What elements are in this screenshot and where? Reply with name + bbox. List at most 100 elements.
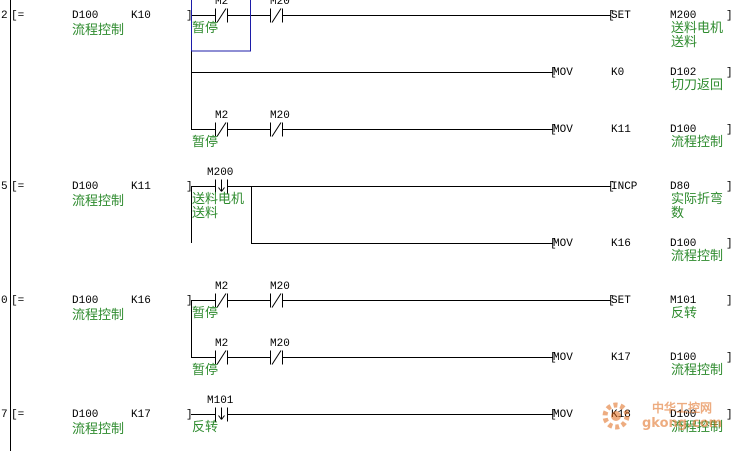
compare-operand-1-comment: 流程控制	[72, 194, 125, 209]
instruction-set[interactable]: SET	[611, 294, 631, 307]
contact-device-m20[interactable]: M20	[270, 109, 290, 122]
contact-device-m2[interactable]: M2	[215, 280, 229, 293]
contact-device-m2[interactable]: M2	[215, 109, 229, 122]
contact-nc-slash	[271, 8, 282, 23]
contact-nc-slash	[271, 122, 282, 137]
instruction-operand-2-comment: 反转	[671, 305, 698, 321]
instruction-mov[interactable]: MOV	[553, 351, 573, 364]
instruction-operand-2-comment: 实际折弯 数	[671, 191, 724, 221]
compare-operator[interactable]: [=	[11, 409, 25, 421]
instruction-mov[interactable]: MOV	[553, 408, 573, 421]
instruction-mov[interactable]: MOV	[553, 123, 573, 136]
rung-step-number: 2	[1, 10, 8, 22]
compare-operand-2[interactable]: K16	[131, 295, 151, 307]
instruction-set[interactable]: SET	[611, 9, 631, 22]
compare-operand-1-comment: 流程控制	[72, 23, 125, 38]
instruction-operand-2[interactable]: D80	[670, 180, 690, 193]
instruction-close-bracket: ]	[726, 123, 733, 136]
instruction-close-bracket: ]	[726, 9, 733, 22]
instruction-operand-1[interactable]: K17	[611, 351, 631, 364]
compare-operand-1-comment: 流程控制	[72, 308, 125, 323]
compare-close-bracket: ]	[186, 295, 193, 307]
rung-step-number: 5	[1, 181, 8, 193]
compare-operand-1[interactable]: D100	[72, 409, 99, 421]
contact-pulse-arrow	[221, 415, 225, 420]
compare-operand-2[interactable]: K10	[131, 10, 151, 22]
instruction-open-bracket: [	[550, 66, 557, 79]
contact-comment: 送料电机 送料	[192, 191, 245, 221]
instruction-open-bracket: [	[550, 123, 557, 136]
watermark: 中华工控网 gkong.com	[598, 396, 734, 436]
contact-comment: 暂停	[192, 134, 219, 150]
instruction-operand-2-comment: 流程控制	[671, 419, 724, 435]
contact-nc-slash	[216, 350, 227, 365]
instruction-operand-2-comment: 流程控制	[671, 362, 724, 378]
instruction-operand-2[interactable]: M200	[670, 9, 697, 22]
contact-pulse-arrow	[218, 415, 222, 420]
instruction-operand-2-comment: 切刀返回	[671, 77, 724, 93]
contact-comment: 暂停	[192, 20, 219, 36]
contact-device-m20[interactable]: M20	[270, 337, 290, 350]
instruction-open-bracket: [	[608, 180, 615, 193]
contact-nc-slash	[216, 293, 227, 308]
compare-operator[interactable]: [=	[11, 181, 25, 193]
compare-operator[interactable]: [=	[11, 295, 25, 307]
instruction-open-bracket: [	[550, 351, 557, 364]
contact-nc-slash	[271, 350, 282, 365]
watermark-site: gkong.com	[642, 416, 723, 431]
contact-device-m2[interactable]: M2	[215, 0, 229, 8]
instruction-operand-2[interactable]: D100	[670, 237, 697, 250]
compare-operand-2[interactable]: K17	[131, 409, 151, 421]
instruction-close-bracket: ]	[726, 180, 733, 193]
contact-nc-slash	[271, 293, 282, 308]
instruction-operand-2[interactable]: D100	[670, 123, 697, 136]
contact-comment: 暂停	[192, 305, 219, 321]
instruction-open-bracket: [	[608, 9, 615, 22]
compare-close-bracket: ]	[186, 10, 193, 22]
compare-operand-1[interactable]: D100	[72, 295, 99, 307]
instruction-operand-2[interactable]: D100	[670, 408, 697, 421]
compare-operand-1[interactable]: D100	[72, 10, 99, 22]
gear-logo-icon	[602, 402, 630, 430]
contact-nc-slash	[216, 8, 227, 23]
instruction-close-bracket: ]	[726, 237, 733, 250]
compare-close-bracket: ]	[186, 181, 193, 193]
compare-close-bracket: ]	[186, 409, 193, 421]
instruction-operand-2-comment: 流程控制	[671, 134, 724, 150]
contact-nc-slash	[216, 122, 227, 137]
instruction-operand-1[interactable]: K16	[611, 237, 631, 250]
instruction-operand-2-comment: 流程控制	[671, 248, 724, 264]
instruction-mov[interactable]: MOV	[553, 66, 573, 79]
contact-device-m200[interactable]: M200	[207, 166, 234, 179]
contact-pulse-arrow	[221, 187, 225, 192]
instruction-mov[interactable]: MOV	[553, 237, 573, 250]
instruction-close-bracket: ]	[726, 408, 733, 421]
instruction-operand-2-comment: 送料电机 送料	[671, 20, 724, 50]
compare-operand-1[interactable]: D100	[72, 181, 99, 193]
contact-device-m2[interactable]: M2	[215, 337, 229, 350]
rung-step-number: 0	[1, 295, 8, 307]
compare-operator[interactable]: [=	[11, 10, 25, 22]
instruction-operand-2[interactable]: M101	[670, 294, 697, 307]
instruction-close-bracket: ]	[726, 66, 733, 79]
compare-operand-2[interactable]: K11	[131, 181, 151, 193]
compare-operand-1-comment: 流程控制	[72, 422, 125, 437]
instruction-operand-2[interactable]: D102	[670, 66, 697, 79]
watermark-title: 中华工控网	[652, 401, 713, 415]
instruction-open-bracket: [	[608, 294, 615, 307]
instruction-open-bracket: [	[550, 237, 557, 250]
contact-pulse-arrow	[218, 187, 222, 192]
contact-device-m20[interactable]: M20	[270, 280, 290, 293]
instruction-incp[interactable]: INCP	[611, 180, 638, 193]
instruction-operand-1[interactable]: K0	[611, 66, 625, 79]
edit-cursor[interactable]	[191, 0, 251, 52]
instruction-open-bracket: [	[550, 408, 557, 421]
contact-device-m20[interactable]: M20	[270, 0, 290, 8]
instruction-operand-1[interactable]: K11	[611, 123, 631, 136]
instruction-operand-2[interactable]: D100	[670, 351, 697, 364]
contact-device-m101[interactable]: M101	[207, 394, 234, 407]
contact-comment: 反转	[192, 419, 219, 435]
instruction-close-bracket: ]	[726, 351, 733, 364]
